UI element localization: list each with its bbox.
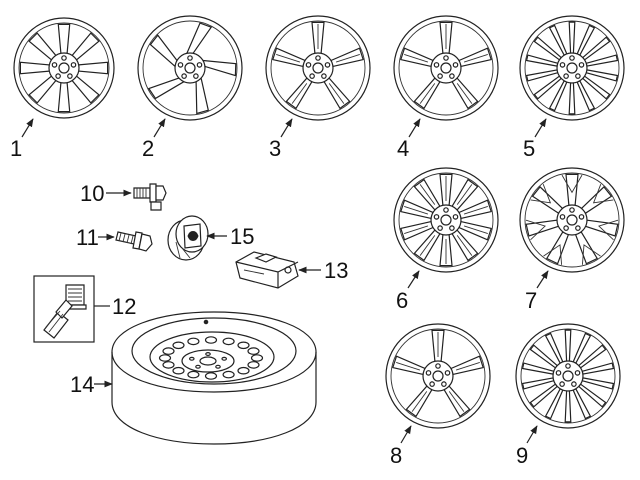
wheel-bolt-upper[interactable] bbox=[133, 183, 167, 211]
wheel-9[interactable] bbox=[515, 323, 621, 429]
center-cap[interactable] bbox=[167, 215, 209, 261]
callout-4: 4 bbox=[397, 136, 409, 161]
callout-8: 8 bbox=[390, 443, 402, 468]
wheel-4[interactable] bbox=[393, 15, 499, 121]
callout-7: 7 bbox=[525, 288, 537, 313]
callout-labels: 1 2 3 4 5 6 7 8 9 10 11 12 13 14 15 bbox=[10, 136, 537, 468]
callout-2: 2 bbox=[142, 136, 154, 161]
callout-15: 15 bbox=[230, 224, 254, 249]
wheels-layer bbox=[13, 15, 625, 429]
callout-12: 12 bbox=[112, 294, 136, 319]
wheel-2[interactable] bbox=[137, 15, 243, 121]
callout-14: 14 bbox=[70, 372, 94, 397]
callout-11: 11 bbox=[76, 225, 99, 250]
callout-10: 10 bbox=[80, 181, 104, 206]
callout-6: 6 bbox=[396, 288, 408, 313]
valve-stem-kit[interactable] bbox=[33, 275, 95, 343]
spare-tire[interactable] bbox=[111, 311, 317, 445]
leader-lines bbox=[21, 118, 549, 444]
callout-9: 9 bbox=[516, 443, 528, 468]
wheel-5[interactable] bbox=[519, 15, 625, 121]
wheel-8[interactable] bbox=[385, 323, 491, 429]
wheel-bolt-lower[interactable] bbox=[115, 231, 153, 252]
wheel-1[interactable] bbox=[13, 17, 115, 119]
callout-3: 3 bbox=[269, 136, 281, 161]
tpms-sensor[interactable] bbox=[235, 251, 299, 289]
wheel-6[interactable] bbox=[393, 167, 499, 273]
callout-13: 13 bbox=[324, 258, 348, 283]
callout-5: 5 bbox=[523, 136, 535, 161]
wheel-7[interactable] bbox=[519, 167, 625, 273]
callout-1: 1 bbox=[10, 136, 22, 161]
wheel-3[interactable] bbox=[265, 15, 371, 121]
